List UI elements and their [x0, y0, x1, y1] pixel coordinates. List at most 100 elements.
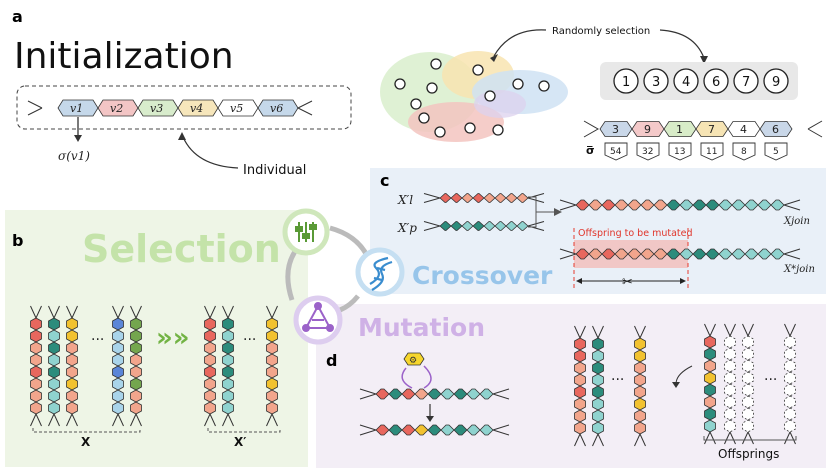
x-prime-chromosome-gene — [204, 317, 216, 331]
individual-gene-label: v5 — [230, 102, 243, 115]
offspring-b-chromosome-gene — [784, 335, 796, 349]
individual-box — [16, 85, 352, 130]
population-x-prime — [204, 305, 278, 427]
population-dot — [410, 98, 422, 110]
x-prime-chromosome-gene — [222, 329, 234, 343]
offspring-b-chromosome-gene — [704, 395, 716, 409]
panel-c-letter: c — [380, 171, 389, 190]
offspring-a-chromosome-gene — [592, 421, 604, 435]
panel-d-letter: d — [326, 351, 337, 370]
sorted-gene-label: 1 — [676, 123, 683, 136]
x-chromosome-gene — [112, 377, 124, 391]
x-chromosome-gene — [30, 389, 42, 403]
offspring-b-chromosome-gene — [742, 347, 754, 361]
offspring-a-chromosome-gene — [574, 361, 586, 375]
x-chromosome-gene — [66, 353, 78, 367]
offsprings-brace — [703, 436, 797, 441]
parent-p-chromosome — [423, 221, 545, 231]
offspring-b-chromosome-gene — [704, 359, 716, 373]
individual-pointer — [182, 136, 239, 169]
x-chromosome-gene — [112, 365, 124, 379]
random-selection-tail — [490, 54, 498, 62]
sigma-label: σ(v1) — [58, 149, 90, 163]
x-chromosome-gene — [112, 329, 124, 343]
sorted-gene-label: 4 — [740, 123, 747, 136]
offspring-a-chromosome-gene — [634, 385, 646, 399]
sigma-score-tag — [764, 142, 788, 161]
join-gene — [770, 199, 785, 211]
x-prime-chromosome-gene — [222, 377, 234, 391]
x-chromosome-gene — [130, 389, 142, 403]
x-chromosome-gene — [48, 377, 60, 391]
population-dots — [394, 58, 550, 138]
x-prime-chromosome-gene — [266, 341, 278, 355]
offspring-a-chromosome-gene — [634, 397, 646, 411]
cycle-arrow-2 — [339, 294, 360, 313]
selected-number-circle — [673, 68, 699, 94]
x-chromosome-gene — [48, 401, 60, 415]
sliders-icon — [295, 222, 317, 242]
x-chromosome-gene — [130, 365, 142, 379]
x-chromosome-gene — [66, 329, 78, 343]
x-prime-chromosome-gene — [266, 401, 278, 415]
x-prime-chromosome-gene — [222, 341, 234, 355]
offspring-b-chromosome-gene — [784, 359, 796, 373]
joined-star-chromosome — [559, 248, 801, 260]
offspring-a-chromosome-gene — [592, 361, 604, 375]
x-chromosome-gene — [66, 377, 78, 391]
parent-p-gene — [516, 221, 529, 231]
sigma-score-label: 54 — [610, 147, 622, 157]
x-prime-chromosome-gene — [266, 365, 278, 379]
dna-icon — [369, 256, 393, 291]
x-prime-chromosome-gene — [266, 389, 278, 403]
offspring-curve-arrowhead — [672, 382, 680, 388]
x-prime-chromosome-gene — [266, 317, 278, 331]
offspring-a-chromosome-gene — [592, 337, 604, 351]
x-chromosome-gene — [66, 341, 78, 355]
x-prime-chromosome-gene — [204, 353, 216, 367]
population-dot — [492, 124, 504, 136]
x-prime-chromosome-gene — [204, 377, 216, 391]
x-prime-chromosome-gene — [204, 365, 216, 379]
parent-l-gene — [516, 193, 529, 203]
offspring-set-a — [574, 325, 646, 447]
ellipsis-x: ··· — [91, 332, 104, 348]
x-chromosome-gene — [30, 329, 42, 343]
individual-end-left — [27, 100, 43, 109]
individual-gene-label: v1 — [70, 102, 83, 115]
x-chromosome-gene — [48, 329, 60, 343]
offspring-b-chromosome-gene — [724, 395, 736, 409]
x-chromosome-gene — [112, 317, 124, 331]
x-prime-chromosome-gene — [266, 329, 278, 343]
offspring-a-chromosome-gene — [634, 361, 646, 375]
ellipsis-offspring-a: ··· — [611, 372, 624, 388]
ellipsis-offspring-b: ··· — [764, 372, 777, 388]
joined-chromosome — [559, 199, 801, 211]
cut-span-left-head — [576, 278, 582, 284]
offspring-b-chromosome-gene — [724, 347, 736, 361]
offspring-b-chromosome-gene — [704, 347, 716, 361]
sigma-score-tag — [604, 142, 628, 161]
sorted-gene — [759, 121, 793, 137]
offspring-b-chromosome-gene — [724, 419, 736, 433]
x-chromosome-gene — [48, 341, 60, 355]
selected-number-circle — [733, 68, 759, 94]
x-prime-chromosome-gene — [204, 329, 216, 343]
offspring-b-chromosome-gene — [742, 359, 754, 373]
sorted-gene-label: 6 — [772, 123, 779, 136]
individual-gene-label: v6 — [270, 102, 283, 115]
x-chromosome-gene — [130, 341, 142, 355]
x-chromosome-gene — [48, 317, 60, 331]
offspring-b-chromosome-gene — [704, 371, 716, 385]
mutation-down-arrowhead — [426, 416, 434, 422]
triangle-molecule-icon — [302, 302, 334, 332]
offspring-a-chromosome-gene — [574, 373, 586, 387]
individual-end-left — [27, 107, 43, 116]
x-prime-chromosome-gene — [204, 389, 216, 403]
mutant-gene — [403, 352, 425, 366]
x-chromosome-gene — [66, 365, 78, 379]
offspring-b-chromosome-gene — [784, 419, 796, 433]
offspring-b-chromosome-gene — [784, 395, 796, 409]
